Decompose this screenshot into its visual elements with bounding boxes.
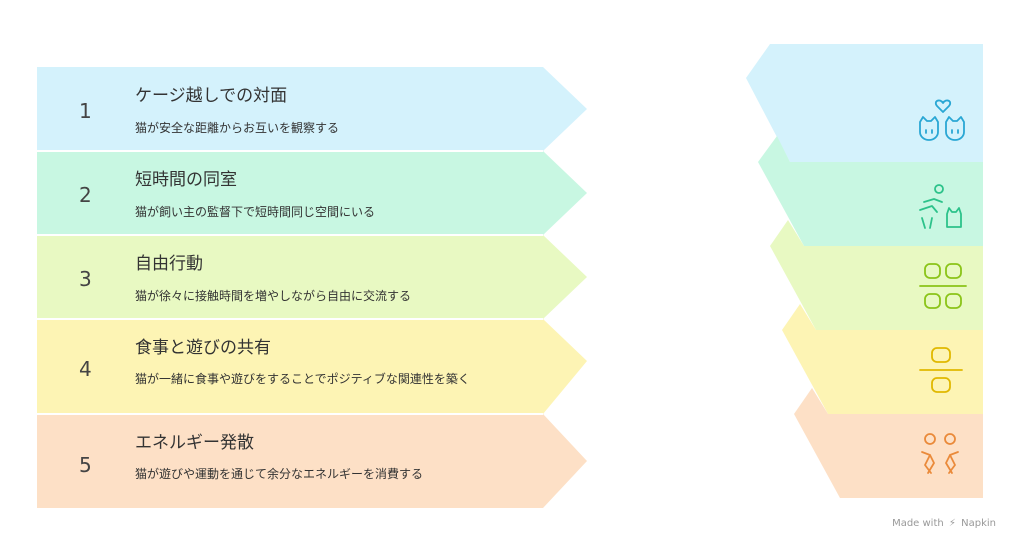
person-cat-icon xyxy=(919,184,962,229)
step-description: 猫が遊びや運動を通じて余分なエネルギーを消費する xyxy=(135,467,424,481)
step-description: 猫が安全な距離からお互いを観察する xyxy=(135,121,340,135)
step-2: 2 短時間の同室 猫が飼い主の監督下で短時間同じ空間にいる xyxy=(37,151,587,235)
funnel-fold-2 xyxy=(758,136,790,162)
step-3: 3 自由行動 猫が徐々に接触時間を増やしながら自由に交流する xyxy=(37,235,587,319)
funnel-top-cap xyxy=(746,44,983,78)
step-2-arrow xyxy=(37,151,587,235)
step-number: 1 xyxy=(79,99,92,123)
step-description: 猫が一緒に食事や遊びをすることでポジティブな関連性を築く xyxy=(135,372,470,386)
made-with-label: Made with xyxy=(892,518,944,529)
step-number: 4 xyxy=(79,357,92,381)
step-4-arrow xyxy=(37,319,587,414)
step-description: 猫が徐々に接触時間を増やしながら自由に交流する xyxy=(135,289,412,303)
step-number: 2 xyxy=(79,183,92,207)
step-1-arrow xyxy=(37,67,587,151)
step-title: 自由行動 xyxy=(135,254,203,274)
playing-figures-icon xyxy=(921,433,959,474)
step-number: 3 xyxy=(79,267,92,291)
step-3-arrow xyxy=(37,235,587,319)
step-5-arrow xyxy=(37,414,587,508)
step-4: 4 食事と遊びの共有 猫が一緒に食事や遊びをすることでポジティブな関連性を築く xyxy=(37,319,587,414)
napkin-logo-icon: ⚡ xyxy=(948,518,956,529)
cats-divider-icon xyxy=(919,263,967,309)
step-title: ケージ越しでの対面 xyxy=(135,86,288,106)
funnel-fold-3 xyxy=(770,220,804,246)
step-1: 1 ケージ越しでの対面 猫が安全な距離からお互いを観察する xyxy=(37,67,587,151)
funnel-layer-2 xyxy=(758,162,983,246)
step-5: 5 エネルギー発散 猫が遊びや運動を通じて余分なエネルギーを消費する xyxy=(37,414,587,508)
step-description: 猫が飼い主の監督下で短時間同じ空間にいる xyxy=(135,205,376,219)
two-cats-heart-icon xyxy=(919,99,965,141)
step-title: 短時間の同室 xyxy=(135,170,237,190)
cats-sharing-icon xyxy=(919,347,963,393)
funnel-layer-1 xyxy=(746,78,983,162)
funnel-fold-4 xyxy=(782,304,816,330)
step-title: エネルギー発散 xyxy=(135,433,254,453)
funnel-layer-5 xyxy=(794,414,983,498)
funnel-layer-3 xyxy=(770,246,983,330)
step-number: 5 xyxy=(79,453,92,477)
step-title: 食事と遊びの共有 xyxy=(135,338,271,358)
funnel-fold-5 xyxy=(794,388,828,414)
made-with-napkin: Made with ⚡ Napkin xyxy=(892,518,996,529)
napkin-brand: Napkin xyxy=(961,518,996,529)
